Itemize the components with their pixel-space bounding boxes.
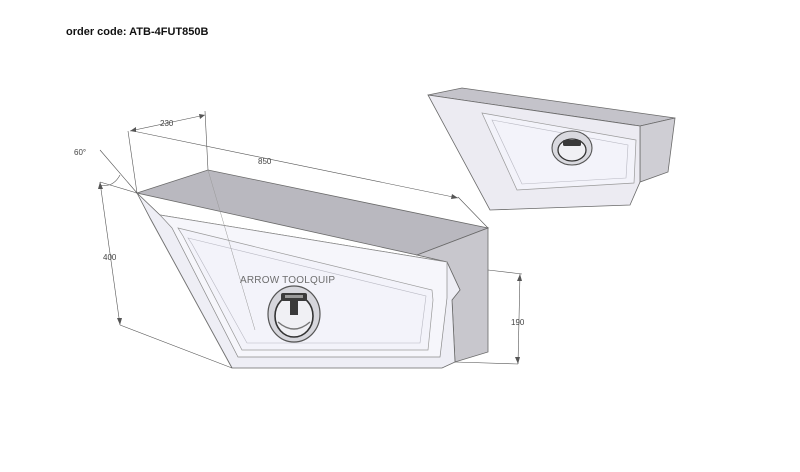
lock-t-handle-highlight	[285, 295, 303, 298]
dimension-depth-label: 230	[160, 119, 174, 128]
lock-t-handle-stem	[290, 299, 298, 315]
rear-lock-t-handle-bar	[563, 140, 581, 146]
dimension-lines	[98, 110, 523, 369]
main-toolbox-lock-handle	[267, 285, 321, 343]
dimension-angle-label: 60°	[74, 148, 86, 157]
dimension-labels: 230 850 60° 400 190	[74, 119, 525, 327]
rear-toolbox	[427, 87, 676, 211]
rear-toolbox-lock-handle	[551, 130, 593, 166]
dimension-inner-height-label: 190	[511, 318, 525, 327]
main-toolbox-door-recess	[187, 237, 427, 344]
dimension-length-label: 850	[258, 157, 272, 166]
order-code-label: order code: ATB-4FUT850B	[66, 26, 209, 38]
watermark-text: ARROW TOOLQUIP	[240, 275, 335, 286]
main-toolbox-hidden-edge	[149, 217, 233, 369]
main-toolbox-hidden-edge	[207, 169, 256, 331]
main-toolbox: ARROW TOOLQUIP	[135, 169, 490, 369]
lock-bowl-shadow	[277, 321, 311, 330]
dimension-height-label: 400	[103, 253, 117, 262]
rear-toolbox-end-face	[639, 117, 676, 183]
